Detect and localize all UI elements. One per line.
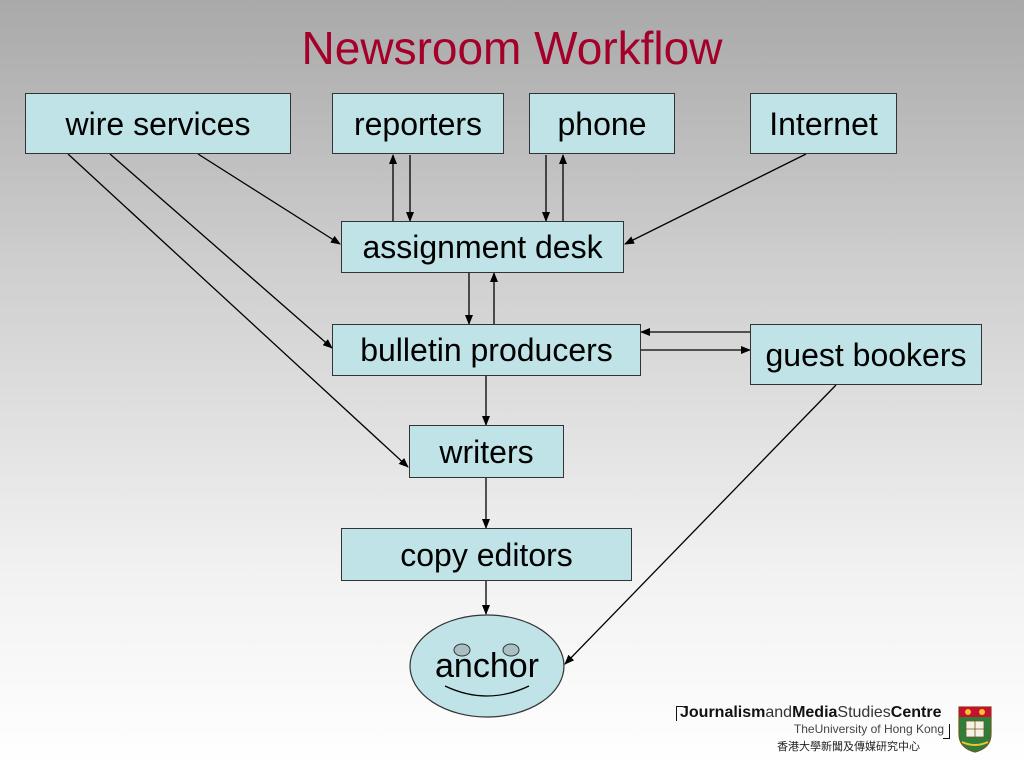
node-bulletin-producers: bulletin producers [332, 324, 641, 376]
logo-bracket-right [943, 724, 950, 739]
centre-name-and: and [765, 704, 793, 721]
centre-name: JournalismandMediaStudiesCentre [680, 704, 941, 722]
arrow-guest-to-anchor [564, 384, 837, 665]
anchor-left-eye [453, 643, 471, 657]
university-crest-icon [958, 706, 992, 753]
node-internet: Internet [750, 93, 897, 154]
node-guest-bookers: guest bookers [750, 324, 982, 385]
centre-name-centre: Centre [890, 704, 942, 721]
arrow-wire-to-assignment [197, 153, 341, 245]
node-writers: writers [409, 425, 564, 478]
arrow-wire-to-writers [67, 153, 409, 468]
node-copy-editors: copy editors [341, 528, 632, 581]
page-title: Newsroom Workflow [301, 22, 723, 74]
anchor-smile [444, 685, 530, 697]
arrow-internet-to-assignment [624, 153, 807, 245]
logo-bracket-left [676, 706, 683, 721]
anchor-right-eye [502, 643, 520, 657]
centre-name-journalism: Journalism [680, 704, 766, 721]
node-reporters: reporters [332, 93, 504, 154]
centre-name-studies: Studies [837, 704, 891, 721]
centre-chinese-name: 香港大學新聞及傳媒研究中心 [777, 741, 920, 753]
centre-name-media: Media [792, 704, 838, 721]
university-name: TheUniversity of Hong Kong [793, 722, 944, 736]
centre-logo: JournalismandMediaStudiesCentre TheUnive… [672, 700, 952, 760]
arrow-wire-to-bulletin [109, 153, 333, 349]
node-phone: phone [529, 93, 675, 154]
anchor-node [409, 614, 565, 718]
node-wire-services: wire services [25, 93, 291, 154]
anchor-label: anchor [435, 647, 539, 685]
node-assignment-desk: assignment desk [341, 221, 624, 273]
